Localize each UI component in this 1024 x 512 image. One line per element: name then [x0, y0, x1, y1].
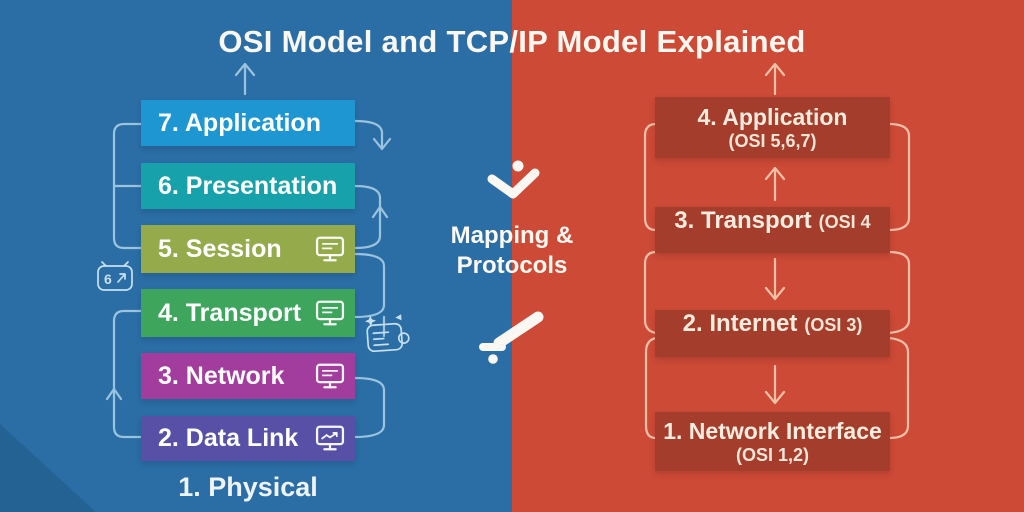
osi-layer-6-presentation: 6. Presentation: [141, 163, 355, 209]
osi-layer-label: 3. Network: [158, 361, 285, 390]
tcpip-layer-sublabel: (OSI 1,2): [735, 444, 810, 465]
tcpip-layer-2-internet: 2. Internet (OSI 3): [655, 310, 890, 357]
osi-layer-label: 7. Application: [158, 108, 321, 137]
protocols-line: Protocols: [456, 252, 568, 279]
osi-layer-label: 4. Transport: [158, 298, 302, 327]
osi-layer-5-session: 5. Session: [141, 225, 355, 273]
osi-layer-label: 5. Session: [158, 234, 282, 263]
monitor-icon: [315, 300, 345, 325]
monitor-chart-icon: [315, 425, 345, 451]
tcpip-layer-label: 3. Transport: [674, 207, 812, 234]
monitor-icon: [315, 236, 345, 261]
osi-layer-3-network: 3. Network: [141, 353, 355, 399]
osi-layer-7-application: 7. Application: [141, 100, 355, 146]
osi-layer-2-data-link: 2. Data Link: [141, 416, 355, 461]
mapping-line: Mapping &: [450, 222, 574, 249]
osi-layer-label: 6. Presentation: [158, 171, 338, 200]
tcpip-layer-sublabel: (OSI 4: [818, 212, 871, 232]
tcpip-layer-label: 1. Network Interface: [663, 417, 882, 444]
tcpip-layer-label: 4. Application: [697, 103, 848, 130]
tcpip-layer-sublabel: (OSI 3): [804, 315, 863, 335]
tcpip-layer-sublabel: (OSI 5,6,7): [728, 130, 817, 151]
tcpip-layer-3-transport: 3. Transport (OSI 4: [655, 207, 890, 253]
osi-layer-label: 2. Data Link: [158, 424, 299, 452]
tcpip-layer-1-network-interface: 1. Network Interface (OSI 1,2): [655, 412, 890, 471]
page-title: OSI Model and TCP/IP Model Explained: [218, 24, 806, 59]
tcpip-layer-label: 2. Internet: [682, 310, 798, 337]
tcpip-layer-4-application: 4. Application (OSI 5,6,7): [655, 97, 890, 158]
osi-layer-1-physical: 1. Physical: [178, 472, 318, 502]
mapping-protocols-label: Mapping & Protocols: [432, 221, 592, 281]
monitor-icon: [315, 363, 345, 388]
osi-layer-4-transport: 4. Transport: [141, 289, 355, 337]
